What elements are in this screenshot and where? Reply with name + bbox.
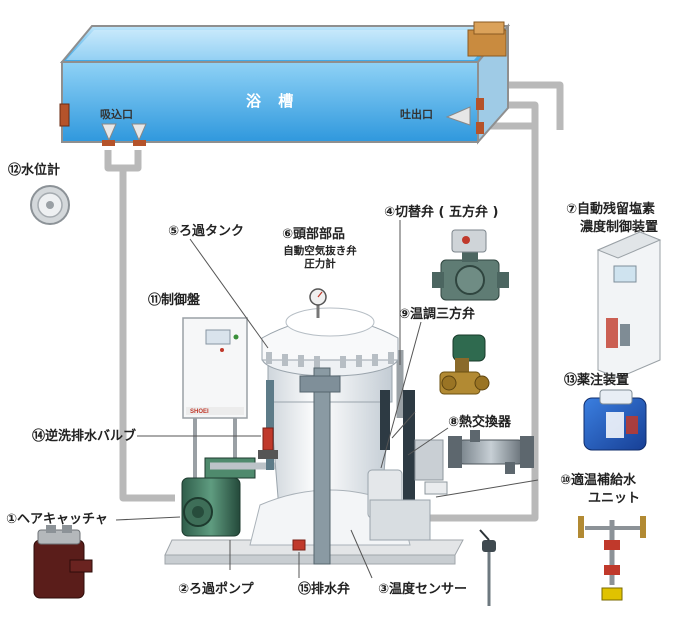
drain-valve [292, 539, 306, 551]
hair-catcher [33, 525, 93, 599]
pressure-gauge [309, 288, 327, 318]
chlorine-controller [596, 231, 662, 379]
label-control-panel: ⑪制御盤 [148, 293, 201, 308]
label-head-parts-sub2: 圧力計 [304, 258, 336, 270]
heat-exchanger [448, 430, 534, 474]
outlet-supply-pipe [430, 101, 539, 522]
label-filter-pump: ②ろ過ポンプ [178, 582, 254, 597]
bathtub [59, 21, 511, 146]
intake-return-pipe [119, 168, 175, 502]
label-water-supply-unit-sub: ユニット [588, 491, 641, 506]
temperature-sensor [479, 529, 496, 606]
intake-label: 吸込口 [100, 108, 133, 121]
three-way-valve [439, 334, 490, 395]
label-chlorine-controller-sub: 濃度制御装置 [580, 220, 659, 235]
backwash-valve [258, 427, 278, 459]
control-panel: SHOEI [182, 317, 248, 488]
label-head-parts: ⑥頭部部品 [282, 227, 346, 242]
label-backwash-valve: ⑭逆洗排水バルブ [32, 429, 137, 444]
bath-title: 浴 槽 [246, 92, 300, 110]
label-switch-valve: ④切替弁 ( 五方弁 ) [384, 205, 499, 220]
label-chlorine-controller: ⑦自動残留塩素 [566, 202, 656, 217]
label-temperature-sensor: ③温度センサー [378, 582, 468, 597]
outlet-label: 吐出口 [400, 108, 433, 121]
panel-brand: SHOEI [190, 409, 209, 415]
label-water-level-gauge: ⑫水位計 [8, 163, 61, 178]
label-water-supply-unit: ⑩適温補給水 [560, 473, 637, 488]
chemical-injector [583, 389, 647, 451]
leader-lines [115, 220, 539, 579]
five-way-valve [432, 229, 509, 301]
label-filter-tank: ⑤ろ過タンク [168, 224, 245, 239]
intake-pipe-loop [104, 150, 142, 172]
label-chemical-injector: ⑬薬注装置 [564, 373, 630, 388]
label-three-way-valve: ⑨温調三方弁 [399, 307, 476, 322]
label-head-parts-sub1: 自動空気抜き弁 [283, 245, 357, 257]
label-drain-valve: ⑮排水弁 [298, 582, 351, 597]
label-hair-catcher: ①ヘアキャッチャ [6, 512, 108, 527]
water-supply-unit [578, 516, 646, 601]
water-level-gauge [30, 185, 70, 225]
switch-valve-assembly [367, 390, 448, 541]
label-heat-exchanger: ⑧熱交換器 [448, 415, 512, 430]
